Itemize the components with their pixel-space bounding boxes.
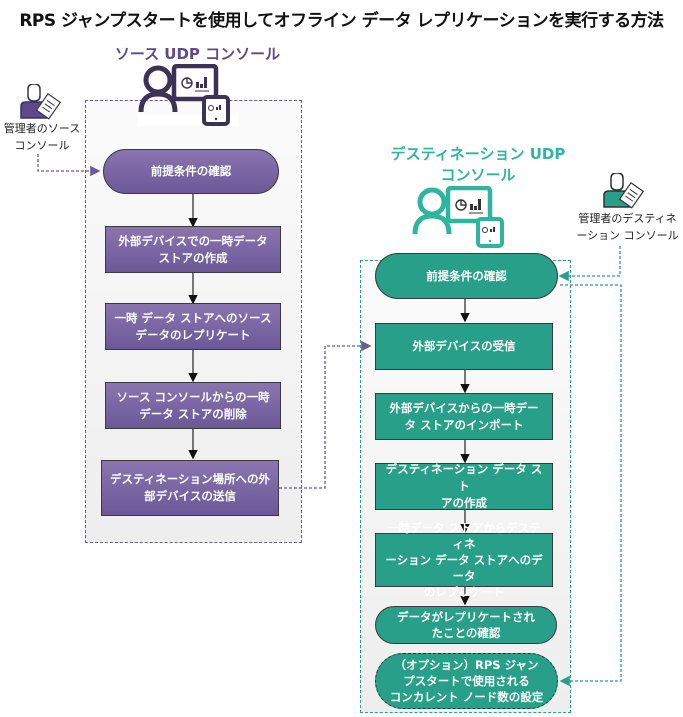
destination-admin-label-line2: ーション コンソール <box>576 229 679 242</box>
destination-step-create-datastore[interactable]: デスティネーション データ スト アの作成 <box>375 462 553 510</box>
source-step-create-temp-datastore[interactable]: 外部デバイスでの一時データ ストアの作成 <box>105 226 281 273</box>
step-label-line1: データがレプリケートされ <box>397 610 535 624</box>
step-label-line2: ーション データ ストアへのデータ <box>385 553 543 583</box>
step-label-line2: 部デバイスの送信 <box>144 489 236 503</box>
step-label-line2: プスタートで使用される <box>403 674 530 688</box>
source-admin-connector <box>37 154 101 177</box>
step-label-line2: データのレプリケート <box>135 327 251 342</box>
step-label-line1: （オプション）RPS ジャン <box>394 658 539 672</box>
destination-step-verify-replication[interactable]: データがレプリケートされ たことの確認 <box>375 606 557 644</box>
destination-admin-label-line1: 管理者のデスティネ <box>578 212 677 225</box>
source-console-icon <box>138 64 238 126</box>
destination-admin-label: 管理者のデスティネ ーション コンソール <box>572 210 683 244</box>
step-label-line1: 外部デバイスでの一時データ <box>118 233 268 248</box>
step-label-line2: タ ストアのインポート <box>404 417 524 432</box>
destination-heading-line2: コンソール <box>440 166 516 184</box>
step-label-line2: データ ストアの削除 <box>139 406 247 421</box>
diagram-title: RPS ジャンプスタートを使用してオフライン データ レプリケーションを実行する… <box>19 11 664 31</box>
source-admin-label-line1: 管理者のソース <box>3 122 81 135</box>
step-label-line1: デスティネーション データ スト <box>385 462 543 493</box>
step-label-line3: のレプリケート <box>423 585 505 599</box>
destination-admin-icon <box>603 173 645 209</box>
source-admin-label: 管理者のソース コンソール <box>0 120 84 154</box>
source-step-delete-temp-datastore[interactable]: ソース コンソールからの一時 データ ストアの削除 <box>105 382 281 429</box>
step-label-line1: ソース コンソールからの一時 <box>116 389 270 404</box>
step-label-line1: 一時 データ ストアへのソース <box>114 310 272 325</box>
destination-step-prerequisites[interactable]: 前提条件の確認 <box>375 253 558 299</box>
step-label-line2: ストアの作成 <box>158 250 228 265</box>
step-label-line3: コンカレント ノード数の設定 <box>389 690 544 704</box>
step-label: 外部デバイスの受信 <box>412 339 516 353</box>
step-label-line1: 一時データ ストアからデスティネ <box>387 521 541 551</box>
source-admin-icon <box>20 84 62 120</box>
destination-console-icon <box>412 186 512 248</box>
transfer-connector <box>279 340 372 489</box>
source-step-send-device[interactable]: デスティネーション場所への外 部デバイスの送信 <box>101 460 279 516</box>
destination-step-replicate-data[interactable]: 一時データ ストアからデスティネ ーション データ ストアへのデータ のレプリケ… <box>375 521 553 599</box>
source-console-heading: ソース UDP コンソール <box>114 45 281 63</box>
destination-admin-connector <box>558 246 621 282</box>
step-label-line1: 外部デバイスからの一時デー <box>389 400 539 415</box>
destination-console-heading: デスティネーション UDP コンソール <box>378 144 578 186</box>
source-step-replicate-to-temp[interactable]: 一時 データ ストアへのソース データのレプリケート <box>105 303 281 350</box>
destination-heading-line1: デスティネーション UDP <box>390 145 566 163</box>
step-label-line2: アの作成 <box>441 496 487 510</box>
step-label: 前提条件の確認 <box>426 268 507 283</box>
source-step-prerequisites[interactable]: 前提条件の確認 <box>103 149 279 194</box>
step-label-line1: デスティネーション場所への外 <box>109 472 271 486</box>
step-label-line2: たことの確認 <box>431 626 501 640</box>
destination-step-import-temp-datastore[interactable]: 外部デバイスからの一時デー タ ストアのインポート <box>375 393 553 440</box>
destination-step-optional-concurrent-nodes[interactable]: （オプション）RPS ジャン プスタートで使用される コンカレント ノード数の設… <box>375 653 558 709</box>
optional-step-connector <box>559 284 622 687</box>
source-admin-label-line2: コンソール <box>14 139 70 152</box>
step-label: 前提条件の確認 <box>150 164 232 178</box>
destination-step-receive-device[interactable]: 外部デバイスの受信 <box>375 323 553 370</box>
